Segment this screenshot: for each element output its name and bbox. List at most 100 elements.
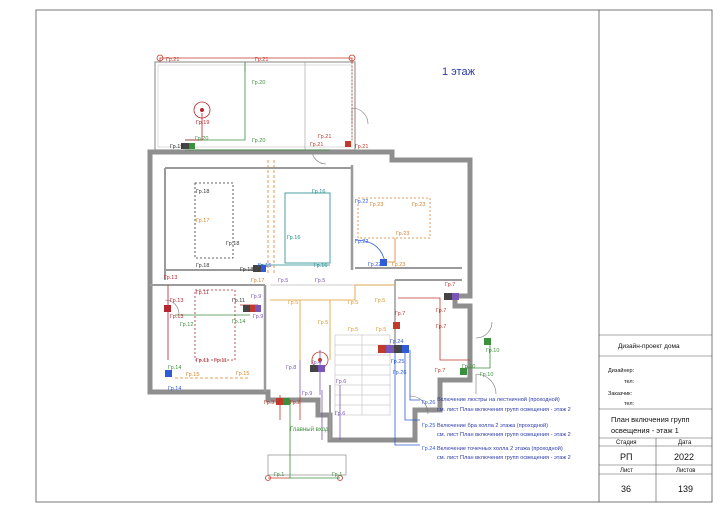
note-line: см. лист План включения групп освещения … (437, 407, 571, 413)
note-line: см. лист План включения групп освещения … (437, 432, 571, 438)
note-line: Включение бра холла 2 этажа (проходной) (437, 422, 548, 429)
group-label: Гр.25 (391, 359, 404, 365)
group-label: Гр.7 (445, 282, 455, 288)
group-label: Гр.9 (253, 314, 263, 320)
notes: Включение люстры на лестничной (проходно… (437, 396, 571, 461)
group-label: Гр.20 (252, 138, 265, 144)
group-label: Гр.1 (274, 472, 284, 478)
group-label: Гр.16 (312, 189, 325, 195)
group-label: Гр.7 (436, 308, 446, 314)
group-label: Гр.10 (480, 372, 493, 378)
group-label: Гр.16 (287, 235, 300, 241)
group-label: Гр.21 (166, 57, 179, 63)
project-name: Дизайн-проект дома (618, 342, 680, 350)
group-label: Гр.5 (348, 300, 358, 306)
group-label: Гр.5 (375, 298, 385, 304)
group-label: Гр.24 (390, 339, 403, 345)
group-label: Гр.15 (236, 371, 249, 377)
note-line: Включение точечных холла 2 этажа (проход… (437, 445, 563, 452)
group-label: Гр.11 (196, 358, 209, 364)
group-label: Гр.2 (290, 400, 300, 406)
group-label: Гр.14 (168, 365, 181, 371)
group-label: Гр.14 (168, 386, 181, 392)
stage-value: РП (620, 452, 632, 462)
note-line: см. лист План включения групп освещения … (437, 455, 571, 461)
group-label: Гр.9 (302, 391, 312, 397)
date-header: Дата (678, 440, 692, 446)
group-label: Гр.23 (412, 202, 425, 208)
group-label: Гр.18 (196, 189, 209, 195)
group-label: Гр.18 (240, 267, 253, 273)
group-label: Гр.21 (318, 134, 331, 140)
title-block-text: Дизайн-проект дома Дизайнер: тел: Заказч… (608, 342, 696, 494)
group-label: Гр.15 (186, 372, 199, 378)
sheet-title-line-1: План включения групп (611, 415, 690, 424)
sheets-header: Листов (676, 468, 696, 474)
group-label: Гр.18 (226, 241, 239, 247)
group-label: Гр.24 (422, 446, 435, 452)
group-label: Гр.23 (392, 262, 405, 268)
note-line: Включение люстры на лестничной (проходно… (437, 396, 560, 403)
group-label: Гр.21 (355, 144, 368, 150)
group-label: Гр.5 (376, 327, 386, 333)
group-label: Гр.19 (196, 120, 209, 126)
group-label: Гр.17 (196, 218, 209, 224)
floor-label: 1 этаж (442, 66, 476, 78)
switch-markers (156, 54, 491, 481)
group-label: Гр.9 (251, 294, 261, 300)
group-label: Гр.6 (335, 411, 345, 417)
customer-phone-label: тел: (624, 401, 635, 407)
group-label: Гр.23 (370, 202, 383, 208)
group-label: Гр.7 (395, 311, 405, 317)
group-label: Гр.4 (311, 360, 321, 366)
group-label: Гр.5 (318, 320, 328, 326)
group-label: Гр.3 (264, 400, 274, 406)
group-label: Гр.5 (348, 327, 358, 333)
entrance-label: Главный вход (290, 426, 329, 433)
group-label: Гр.13 (170, 298, 183, 304)
group-label: Гр.18 (196, 263, 209, 269)
group-label: Гр.14 (232, 319, 245, 325)
group-label: Гр.21 (255, 57, 268, 63)
group-label: Гр.16 (314, 263, 327, 269)
group-label: Гр.23 (396, 231, 409, 237)
group-label: Гр.22 (355, 199, 368, 205)
group-label: Гр.22 (355, 239, 368, 245)
group-label: Гр.7 (435, 368, 445, 374)
group-label: Гр.5 (315, 278, 325, 284)
sheet-number: 36 (621, 484, 631, 494)
group-label: Гр.11 (232, 298, 245, 304)
group-label: Гр.26 (422, 400, 435, 406)
group-label: Гр.19 (170, 144, 183, 150)
group-label: Гр.11 (196, 290, 209, 296)
group-label: Гр.26 (393, 370, 406, 376)
group-label: Гр.13 (170, 314, 183, 320)
group-label: Гр.25 (422, 423, 435, 429)
group-label: Гр.10 (462, 364, 475, 370)
group-label: Гр.20 (195, 136, 208, 142)
lighting-wiring (159, 57, 491, 479)
sheet-header: Лист (620, 468, 633, 474)
group-label: Гр.1 (332, 472, 342, 478)
designer-label: Дизайнер: (608, 367, 635, 374)
group-label: Гр.10 (486, 348, 499, 354)
customer-label: Заказчик: (608, 391, 633, 397)
group-label: Гр.17 (251, 278, 264, 284)
sheet-border (35, 9, 713, 503)
group-label: Гр.22 (368, 262, 381, 268)
group-label: Гр.15 (258, 263, 271, 269)
group-label: Гр.7 (436, 324, 446, 330)
designer-phone-label: тел: (624, 379, 635, 385)
group-label: Гр.13 (164, 275, 177, 281)
group-label: Гр.12 (180, 322, 193, 328)
sheet-title-line-2: освещения - этаж 1 (611, 426, 679, 435)
stage-header: Стадия (616, 440, 636, 446)
group-label: Гр.11 (214, 358, 227, 364)
date-value: 2022 (674, 452, 694, 462)
group-label: Гр.21 (310, 142, 323, 148)
title-block (599, 334, 712, 502)
group-labels: Гр.21 Гр.21 Гр.20 Гр.19 Гр.20 Гр.19 Гр.2… (164, 57, 499, 478)
sheets-total: 139 (678, 484, 693, 494)
group-label: Гр.5 (288, 300, 298, 306)
